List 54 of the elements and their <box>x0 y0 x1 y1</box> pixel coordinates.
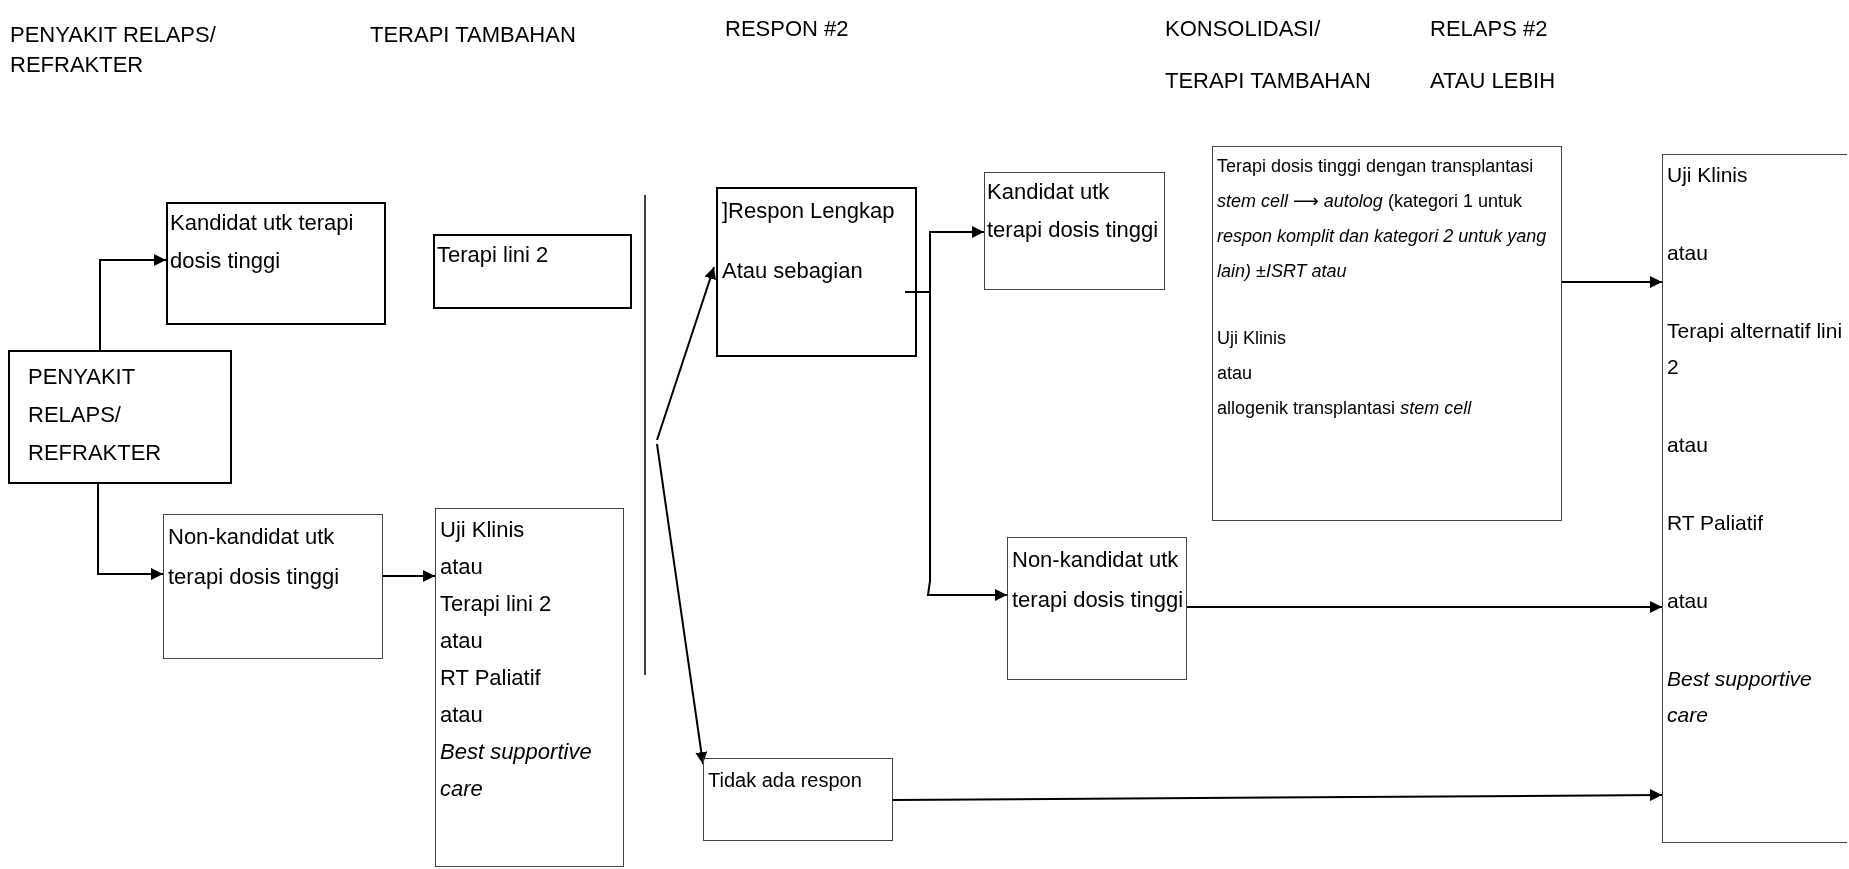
process-box <box>163 514 383 659</box>
column-heading: RESPON #2 <box>725 15 850 43</box>
process-box <box>984 172 1165 290</box>
box-text: ]Respon Lengkap <box>722 197 896 225</box>
process-box <box>1212 146 1562 521</box>
box-text: atau <box>1667 240 1709 266</box>
column-heading: ATAU LEBIH <box>1430 67 1557 95</box>
box-text: Terapi alternatif lini 2 <box>1667 318 1844 380</box>
process-box <box>166 202 386 325</box>
box-text: RT Paliatif <box>440 664 542 692</box>
box-text: Best supportive care <box>440 738 593 803</box>
arrow <box>1186 601 1663 613</box>
box-text: atau <box>440 701 484 729</box>
process-box <box>703 758 893 841</box>
arrow <box>656 266 716 441</box>
process-box <box>1007 537 1187 680</box>
box-text: Kandidat utk terapi dosis tinggi <box>987 178 1160 244</box>
column-heading: PENYAKIT RELAPS/ REFRAKTER <box>10 21 217 79</box>
box-text: PENYAKIT RELAPS/ REFRAKTER <box>28 363 163 467</box>
arrow <box>656 443 708 765</box>
box-text: Tidak ada respon <box>708 768 863 793</box>
arrow <box>99 254 167 351</box>
column-heading: TERAPI TAMBAHAN <box>1165 67 1372 95</box>
box-text: Uji Klinis <box>1217 327 1287 350</box>
arrow <box>382 570 436 582</box>
column-heading: KONSOLIDASI/ <box>1165 15 1322 43</box>
box-text: atau <box>1217 362 1254 385</box>
box-text: Terapi lini 2 <box>437 241 550 269</box>
box-text: Non-kandidat utk terapi dosis tinggi <box>1012 546 1184 614</box>
box-text: Uji Klinis <box>440 516 526 544</box>
process-box <box>433 234 632 309</box>
column-heading: RELAPS #2 <box>1430 15 1549 43</box>
process-box <box>1662 154 1847 843</box>
box-text: atau <box>440 553 484 581</box>
box-text: Best supportive care <box>1667 666 1813 728</box>
box-text: atau <box>1667 432 1709 458</box>
box-text: Uji Klinis <box>1667 162 1749 188</box>
box-text: Terapi dosis tinggi dengan transplantasi stem cell ⟶ autolog (kategori 1 untuk respon komplit dan kategori 2 untuk yang lain) ±ISRT atau <box>1217 155 1548 283</box>
arrow <box>892 789 1663 802</box>
process-box <box>8 350 232 484</box>
arrow <box>1561 276 1663 288</box>
box-text: Non-kandidat utk terapi dosis tinggi <box>168 523 341 591</box>
box-text: Atau sebagian <box>722 257 864 285</box>
arrow <box>904 291 1008 601</box>
box-text: Kandidat utk terapi dosis tinggi <box>170 209 355 275</box>
box-text: atau <box>1667 588 1709 614</box>
process-box <box>435 508 624 867</box>
column-heading: TERAPI TAMBAHAN <box>370 21 577 49</box>
box-text: allogenik transplantasi stem cell <box>1217 397 1473 420</box>
box-text: RT Paliatif <box>1667 510 1765 536</box>
process-box <box>716 187 917 357</box>
box-text: atau <box>440 627 484 655</box>
arrow <box>97 483 164 580</box>
box-text: Terapi lini 2 <box>440 590 553 618</box>
